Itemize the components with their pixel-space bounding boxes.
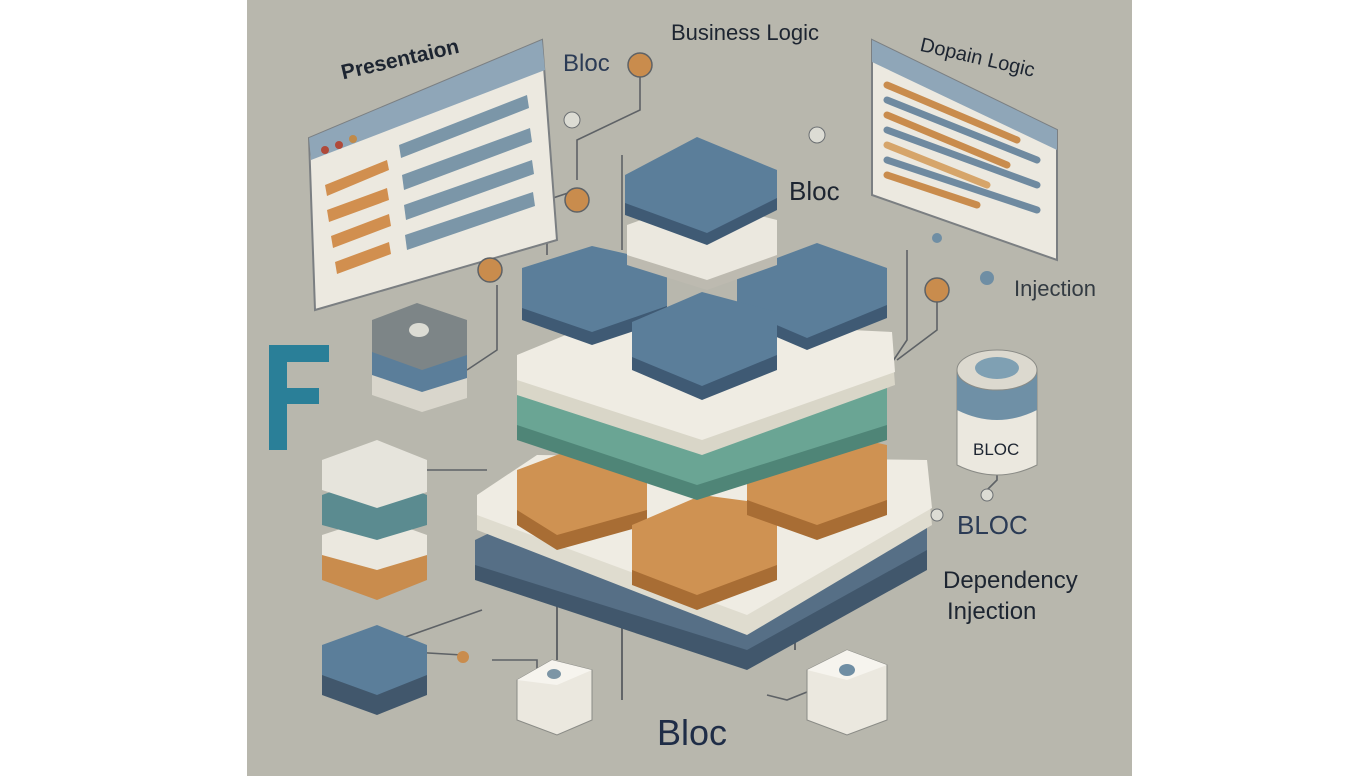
left-stack-bottom — [322, 625, 427, 715]
domain-logic-window — [871, 38, 1058, 262]
label-bloc-mid: Bloc — [789, 176, 840, 206]
top-block — [625, 137, 777, 290]
bottom-cube-right — [806, 649, 888, 736]
label-dependency: Dependency — [943, 567, 1078, 594]
bloc-cylinder — [956, 349, 1038, 476]
label-bloc-bottom: Bloc — [657, 712, 728, 753]
left-stack-lower — [322, 440, 427, 600]
bottom-cube-left — [516, 659, 593, 736]
diagram-panel: Presentaion Business Logic Dopain Logic … — [247, 0, 1132, 776]
architecture-illustration — [269, 38, 1058, 736]
label-business-logic: Business Logic — [671, 20, 819, 45]
pins — [457, 52, 994, 663]
label-injection: Injection — [1014, 276, 1096, 301]
label-dependency-injection: Injection — [947, 598, 1037, 625]
label-bloc-cylinder: BLOC — [973, 440, 1020, 459]
flutter-f-logo-icon — [269, 345, 329, 450]
label-bloc-right: BLOC — [957, 510, 1028, 540]
presentation-window — [307, 38, 559, 312]
label-bloc-top: Bloc — [563, 50, 610, 77]
blue-tiles — [522, 243, 887, 400]
left-stack-upper — [372, 303, 467, 412]
